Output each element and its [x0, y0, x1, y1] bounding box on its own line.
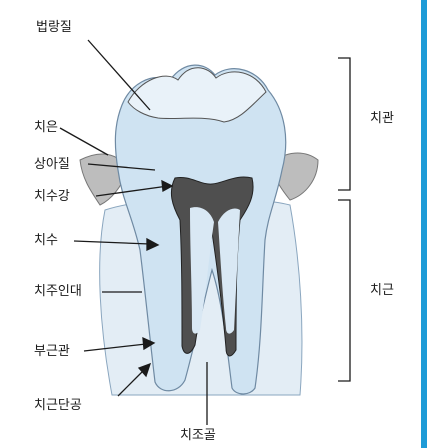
label-gingiva: 치은: [34, 120, 58, 135]
label-crown: 치관: [370, 111, 394, 126]
label-root: 치근: [370, 283, 394, 298]
accent-bar: [421, 0, 427, 448]
leader-gingiva: [60, 128, 108, 155]
label-pulp: 치수: [34, 233, 58, 248]
label-dentin: 상아질: [34, 157, 70, 172]
bracket-crown: [338, 58, 350, 190]
label-apical-foramen: 치근단공: [34, 398, 82, 413]
label-alveolar-bone: 치조골: [180, 428, 216, 443]
label-periodontal-ligament: 치주인대: [34, 284, 82, 299]
bracket-root: [338, 200, 350, 381]
label-accessory-canal: 부근관: [34, 344, 70, 359]
label-enamel: 법랑질: [36, 20, 72, 35]
label-pulp-cavity: 치수강: [34, 189, 70, 204]
leader-enamel: [88, 40, 150, 110]
